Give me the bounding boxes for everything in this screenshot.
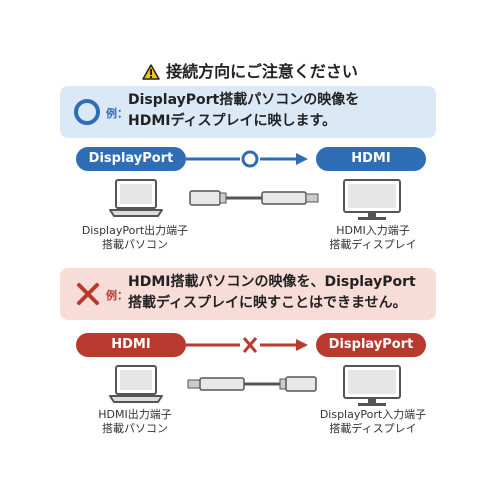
source-pill-displayport: DisplayPort <box>76 147 186 171</box>
source-caption-line-2: 搭載パソコン <box>102 422 168 435</box>
incorrect-line-2: 搭載ディスプレイに映すことはできません。 <box>128 295 407 311</box>
target-caption: DisplayPort入力端子 搭載ディスプレイ <box>298 408 448 436</box>
target-caption-line-1: HDMI入力端子 <box>336 224 410 237</box>
cross-ng-icon <box>74 280 102 312</box>
target-caption: HDMI入力端子 搭載ディスプレイ <box>298 224 448 252</box>
correct-line-1: DisplayPort搭載パソコンの映像を <box>128 92 360 108</box>
monitor-icon <box>343 179 401 220</box>
ng-arrow <box>186 337 308 353</box>
incorrect-example-panel <box>60 268 436 320</box>
correct-example-label: 例： <box>106 107 128 120</box>
cable-icon <box>187 376 317 392</box>
laptop-icon <box>109 179 163 217</box>
monitor-icon <box>343 365 401 406</box>
source-caption: DisplayPort出力端子 搭載パソコン <box>60 224 210 252</box>
cable-icon <box>189 190 319 206</box>
target-caption-line-1: DisplayPort入力端子 <box>319 408 427 421</box>
correct-example-panel <box>60 86 436 138</box>
incorrect-example-label: 例： <box>106 289 128 302</box>
laptop-icon <box>109 365 163 403</box>
circle-ok-icon <box>72 97 102 131</box>
target-caption-line-2: 搭載ディスプレイ <box>329 422 417 435</box>
source-pill-hdmi: HDMI <box>76 333 186 357</box>
page-title: 接続方向にご注意ください <box>0 58 500 84</box>
title-text: 接続方向にご注意ください <box>166 62 358 81</box>
incorrect-line-1: HDMI搭載パソコンの映像を、DisplayPort <box>128 274 416 290</box>
ok-arrow <box>186 150 308 168</box>
correct-line-2: HDMIディスプレイに映します。 <box>128 113 337 129</box>
source-caption-line-1: DisplayPort出力端子 <box>81 224 189 237</box>
target-caption-line-2: 搭載ディスプレイ <box>329 238 417 251</box>
source-caption-line-2: 搭載パソコン <box>102 238 168 251</box>
warning-icon <box>142 64 160 84</box>
source-caption: HDMI出力端子 搭載パソコン <box>60 408 210 436</box>
target-pill-hdmi: HDMI <box>316 147 426 171</box>
target-pill-displayport: DisplayPort <box>316 333 426 357</box>
source-caption-line-1: HDMI出力端子 <box>98 408 172 421</box>
